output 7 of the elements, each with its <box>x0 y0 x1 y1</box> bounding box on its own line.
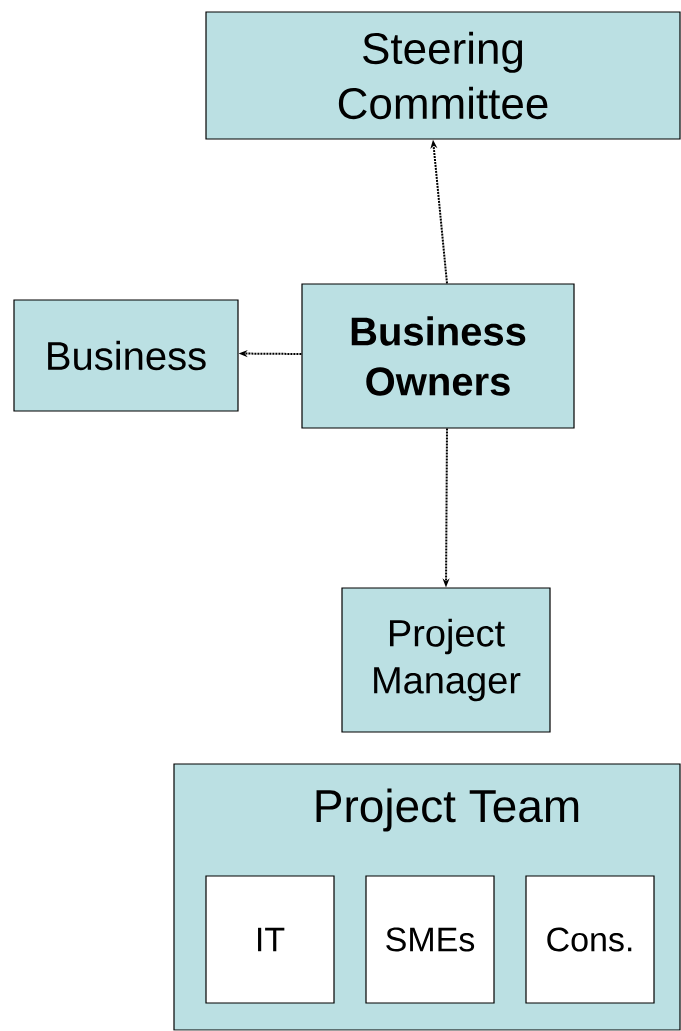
team-member-box: Cons. <box>525 875 655 1004</box>
team-member-box: IT <box>205 875 335 1004</box>
project-manager-box: Project Manager <box>341 587 551 733</box>
business-owners-box: Business Owners <box>301 283 575 429</box>
business-box: Business <box>13 299 239 412</box>
team-member-box: SMEs <box>365 875 495 1004</box>
steering-committee-box: Steering Committee <box>205 11 681 140</box>
